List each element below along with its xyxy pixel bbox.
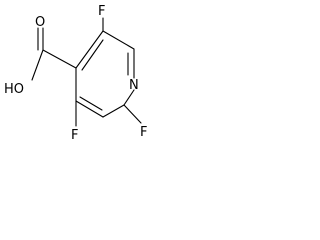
bond-c2-c3-double — [79, 96, 103, 111]
bond-n-c2 — [123, 89, 135, 106]
atom-f-bottom: F — [71, 128, 78, 143]
pyridine-ring — [75, 30, 135, 118]
substituent-bonds — [31, 17, 142, 127]
bond-c2-f — [123, 104, 142, 124]
bond-n-c2-b — [102, 104, 125, 118]
bond-c5-c6 — [102, 30, 135, 50]
atom-f-top: F — [98, 4, 105, 19]
bond-c4-c5-double — [81, 39, 104, 71]
bond-c-oh — [31, 49, 44, 81]
atom-n: N — [129, 78, 139, 93]
atom-o-carbonyl: O — [35, 15, 45, 30]
bond-c2-c3 — [75, 100, 104, 118]
chemical-structure: F N F F HO O — [4, 4, 147, 143]
bond-c4-cooh — [42, 49, 77, 69]
atom-f-bottom-right: F — [140, 125, 147, 140]
bond-c4-c5 — [75, 30, 104, 69]
atom-hydroxyl: HO — [4, 82, 24, 97]
